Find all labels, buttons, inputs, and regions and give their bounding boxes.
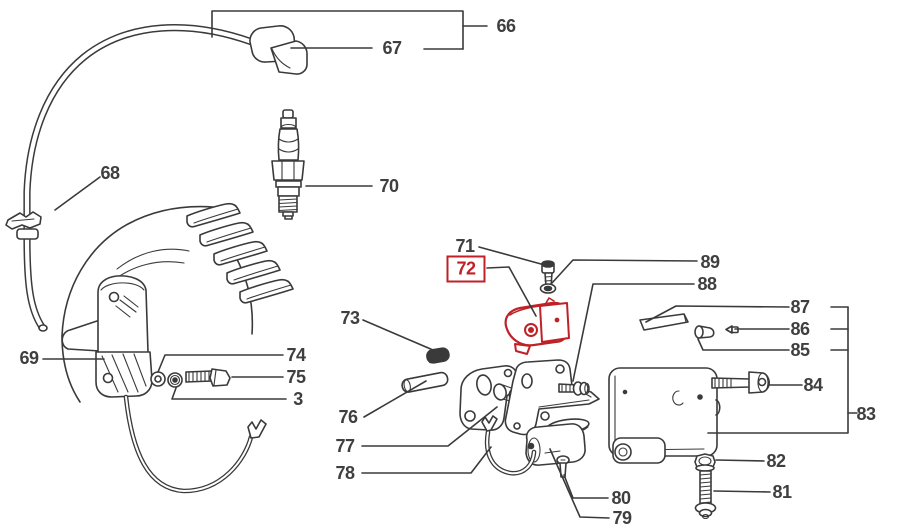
part-label-69[interactable]: 69 [19, 348, 39, 368]
screw-washer [539, 283, 557, 294]
leader-68 [54, 176, 101, 211]
leader-81 [713, 490, 771, 493]
leader-76 [363, 380, 427, 418]
leader-74 [157, 354, 284, 373]
leader-80 [563, 474, 609, 499]
cable-clamp [5, 211, 42, 240]
leader-72 [486, 266, 537, 317]
part-label-88[interactable]: 88 [697, 274, 717, 294]
part-label-89[interactable]: 89 [700, 252, 720, 272]
part-label-68[interactable]: 68 [100, 163, 120, 183]
part-label-81[interactable]: 81 [772, 482, 792, 502]
leader-78 [361, 446, 492, 474]
part-label-73[interactable]: 73 [340, 308, 360, 328]
leader-3 [171, 387, 287, 400]
nut [694, 453, 716, 472]
part-label-70[interactable]: 70 [379, 176, 399, 196]
coil-wire-fork-terminal [247, 419, 267, 439]
spark-plug [271, 109, 305, 220]
part-label-87[interactable]: 87 [790, 297, 810, 317]
contact-breaker-highlighted [504, 297, 570, 355]
cover-box [608, 367, 721, 464]
ht-cable [5, 24, 256, 332]
part-label-72[interactable]: 72 [446, 255, 486, 283]
leader-77 [361, 406, 498, 447]
leader-87 [645, 305, 790, 323]
terminal-screw [558, 381, 590, 396]
part-label-77[interactable]: 77 [335, 436, 355, 456]
leader-88 [572, 283, 695, 382]
part-label-86[interactable]: 86 [790, 319, 810, 339]
spring [426, 347, 450, 364]
part-label-82[interactable]: 82 [766, 451, 786, 471]
flywheel-cylinder [61, 202, 294, 403]
part-label-67[interactable]: 67 [382, 38, 402, 58]
cooling-fins [186, 202, 294, 304]
part-label-85[interactable]: 85 [790, 340, 810, 360]
part-label-74[interactable]: 74 [286, 345, 306, 365]
leader-79 [549, 448, 610, 519]
leader-66 [211, 10, 464, 50]
leader-83 [707, 306, 849, 434]
part-label-76[interactable]: 76 [338, 407, 358, 427]
leader-89 [551, 259, 698, 284]
part-label-3[interactable]: 3 [293, 389, 303, 409]
condenser-screw [556, 455, 570, 478]
bolt [694, 470, 717, 520]
leader-73 [362, 319, 434, 351]
points-mounting-plate [504, 359, 600, 436]
part-label-79[interactable]: 79 [612, 508, 632, 528]
leader-71 [478, 246, 542, 265]
part-label-75[interactable]: 75 [286, 367, 306, 387]
breaker-screw [541, 260, 555, 287]
grommet [694, 325, 715, 339]
leader-82 [715, 459, 765, 462]
coil-mount-hardware [150, 368, 231, 388]
part-label-83[interactable]: 83 [856, 404, 876, 424]
ignition-coil [61, 275, 267, 494]
part-label-66[interactable]: 66 [496, 16, 516, 36]
lead-fork-terminal [481, 415, 498, 432]
cover-bolt [711, 371, 770, 394]
part-label-71[interactable]: 71 [455, 236, 475, 256]
leader-85 [697, 338, 790, 351]
part-label-84[interactable]: 84 [803, 375, 823, 395]
condenser [525, 418, 590, 466]
retainer-strip [639, 313, 689, 331]
part-label-80[interactable]: 80 [611, 488, 631, 508]
part-label-78[interactable]: 78 [335, 463, 355, 483]
spark-plug-boot [249, 25, 308, 75]
leader-lines [42, 10, 858, 519]
